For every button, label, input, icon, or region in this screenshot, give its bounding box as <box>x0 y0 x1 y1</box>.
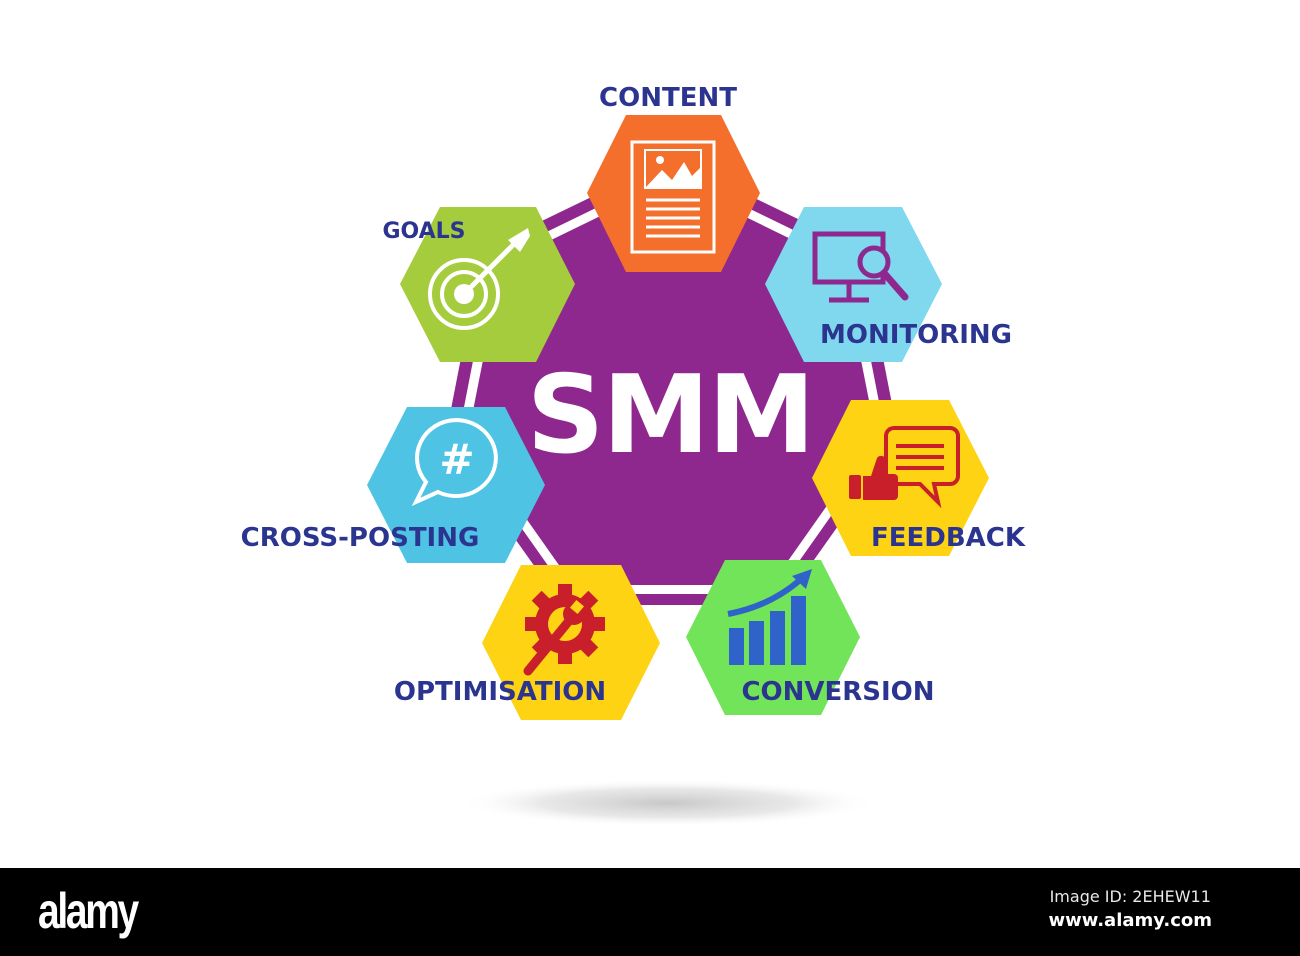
target-arrow-icon <box>428 228 530 330</box>
node-cross-posting[interactable]: # CROSS-POSTING <box>241 407 545 563</box>
floor-shadow <box>458 779 878 827</box>
site-link[interactable]: www.alamy.com <box>1048 910 1212 931</box>
monitoring-label: MONITORING <box>820 320 1012 350</box>
svg-text:#: # <box>439 435 474 484</box>
watermark-footer: alamy Image ID: 2EHEW11 www.alamy.com <box>0 868 1300 956</box>
gear-wrench-icon <box>523 584 605 676</box>
node-optimisation[interactable]: OPTIMISATION <box>394 565 660 720</box>
center-title: SMM <box>527 353 814 478</box>
cross-posting-hexagon <box>367 407 545 563</box>
growth-chart-icon <box>727 569 812 665</box>
optimisation-label: OPTIMISATION <box>394 677 606 707</box>
node-monitoring[interactable]: MONITORING <box>765 207 1012 362</box>
hashtag-bubble-icon: # <box>411 417 498 507</box>
monitor-magnifier-icon <box>812 231 909 303</box>
node-content[interactable]: CONTENT <box>587 83 760 272</box>
thumbs-up-chat-icon <box>849 426 960 509</box>
smm-diagram: SMM CONTENT MONITORING <box>241 83 1026 827</box>
node-conversion[interactable]: CONVERSION <box>686 560 935 715</box>
image-id-text: Image ID: 2EHEW11 <box>1049 887 1211 906</box>
diagram-canvas: SMM CONTENT MONITORING <box>240 83 1026 827</box>
brand-logo: alamy <box>38 883 139 939</box>
goals-label: GOALS <box>382 219 465 244</box>
conversion-label: CONVERSION <box>741 677 934 707</box>
cross-posting-label: CROSS-POSTING <box>241 523 480 553</box>
feedback-label: FEEDBACK <box>871 523 1026 553</box>
node-goals[interactable]: GOALS <box>382 207 575 362</box>
image-meta: Image ID: 2EHEW11 www.alamy.com <box>1048 886 1212 934</box>
document-image-icon <box>630 140 716 254</box>
content-label: CONTENT <box>599 83 737 113</box>
node-feedback[interactable]: FEEDBACK <box>812 400 1026 556</box>
content-hexagon <box>587 115 760 272</box>
